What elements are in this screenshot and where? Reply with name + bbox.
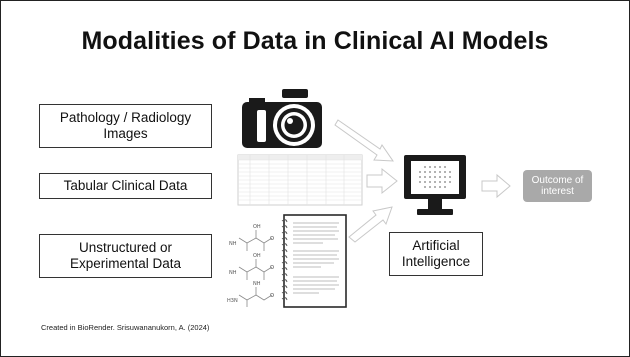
arrow-from-tabular bbox=[366, 167, 398, 195]
outcome-of-interest-box: Outcome of interest bbox=[523, 170, 592, 202]
spreadsheet-icon bbox=[237, 154, 363, 206]
arrow-from-unstructured bbox=[348, 206, 393, 243]
input-arrows bbox=[334, 119, 398, 243]
arrow-to-outcome bbox=[481, 173, 511, 199]
tabular-clinical-text: Tabular Clinical Data bbox=[63, 177, 188, 193]
pathology-radiology-label: Pathology / Radiology Images bbox=[39, 104, 212, 148]
molecule-structure-icon bbox=[238, 230, 274, 307]
camera-icon bbox=[242, 89, 322, 148]
notebook-icon bbox=[281, 214, 347, 308]
computer-monitor-icon bbox=[404, 155, 466, 215]
artificial-intelligence-label: Artificial Intelligence bbox=[389, 232, 483, 276]
atom-label: NH bbox=[253, 281, 261, 287]
atom-label: NH bbox=[229, 241, 237, 247]
atom-label: OH bbox=[253, 253, 261, 259]
atom-label: H3N bbox=[227, 298, 238, 304]
biorender-credit: Created in BioRender. Srisuwananukorn, A… bbox=[41, 323, 210, 332]
arrow-from-images bbox=[334, 119, 394, 162]
slide-title: Modalities of Data in Clinical AI Models bbox=[81, 27, 549, 55]
atom-label: OH bbox=[253, 224, 261, 230]
molecule-atom-labels: NH OH NH OH NH H3N bbox=[227, 224, 261, 304]
outcome-of-interest-text: Outcome of interest bbox=[531, 175, 584, 197]
unstructured-experimental-text: Unstructured or Experimental Data bbox=[69, 239, 182, 271]
artificial-intelligence-text: Artificial Intelligence bbox=[401, 237, 471, 269]
atom-label: NH bbox=[229, 270, 237, 276]
tabular-clinical-label: Tabular Clinical Data bbox=[39, 173, 212, 199]
unstructured-experimental-label: Unstructured or Experimental Data bbox=[39, 234, 212, 278]
pathology-radiology-text: Pathology / Radiology Images bbox=[59, 109, 192, 141]
